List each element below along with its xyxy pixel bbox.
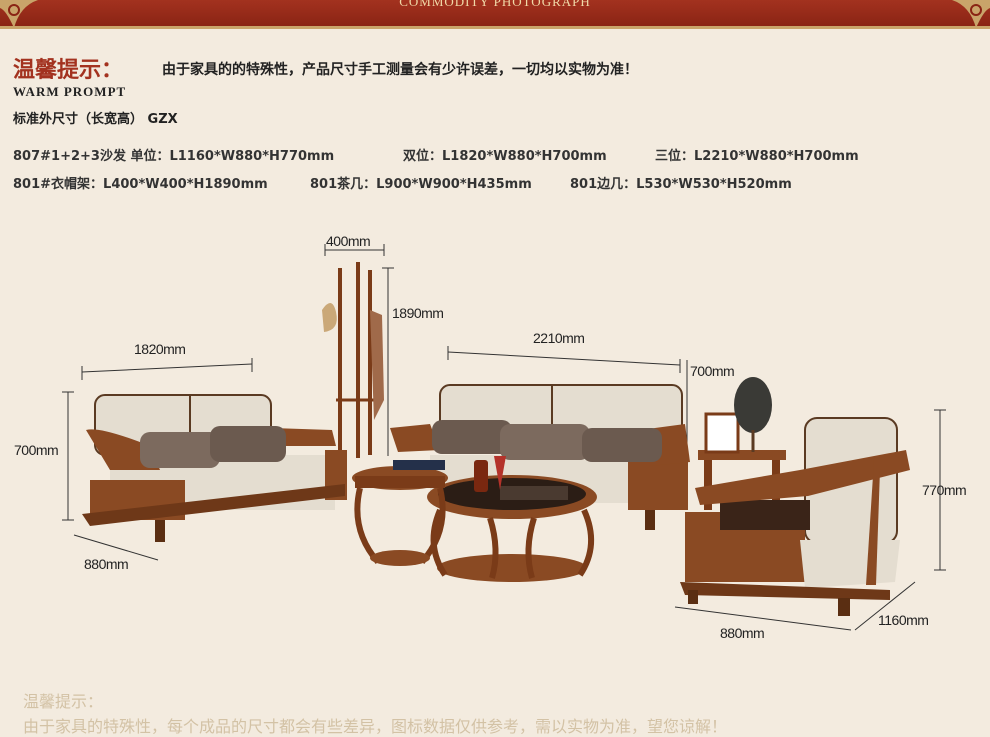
dim-double-height: 700mm [14, 442, 59, 458]
header-banner: COMMODITY PHOTOGRAPH [0, 0, 990, 29]
dim-single-depth: 880mm [720, 625, 765, 641]
dim-triple-depth: 700mm [690, 363, 735, 379]
dim-rack-height: 1890mm [392, 305, 444, 321]
coat-rack [322, 262, 384, 458]
spec-tea-table: 801茶几：L900*W900*H435mm [310, 177, 532, 192]
double-sofa [82, 394, 347, 542]
spec-sofa-triple: 三位：L2210*W880*H700mm [655, 149, 859, 164]
dim-single-length: 1160mm [878, 612, 929, 628]
prompt-text: 由于家具的的特殊性，产品尺寸手工测量会有少许误差，一切均以实物为准！ [162, 62, 638, 78]
corner-ornament-right-icon [952, 0, 990, 28]
spec-sofa-single: 807#1+2+3沙发 单位：L1160*W880*H770mm [13, 149, 335, 164]
single-armchair [680, 417, 910, 616]
dim-rack-width: 400mm [326, 233, 371, 249]
round-table [352, 460, 448, 566]
tea-table [427, 456, 597, 582]
dim-double-depth: 880mm [84, 556, 129, 572]
footer-title: 温馨提示： [23, 692, 104, 711]
size-label: 标准外尺寸（长宽高） GZX [13, 112, 178, 127]
prompt-title: 温馨提示： [13, 58, 124, 83]
dim-double-length: 1820mm [134, 341, 186, 357]
dimension-lines [62, 244, 946, 631]
spec-sofa-double: 双位：L1820*W880*H700mm [403, 149, 607, 164]
spec-side-table: 801边几：L530*W530*H520mm [570, 177, 792, 192]
corner-ornament-left-icon [0, 0, 38, 28]
banner-title: COMMODITY PHOTOGRAPH [399, 0, 591, 9]
footer-text: 由于家具的特殊性，每个成品的尺寸都会有些差异，图标数据仅供参考，需以实物为准，望… [23, 717, 728, 736]
spec-coat-rack: 801#衣帽架：L400*W400*H1890mm [13, 177, 268, 192]
dim-single-height: 770mm [922, 482, 967, 498]
prompt-english: WARM PROMPT [13, 84, 127, 99]
dim-triple-length: 2210mm [533, 330, 585, 346]
